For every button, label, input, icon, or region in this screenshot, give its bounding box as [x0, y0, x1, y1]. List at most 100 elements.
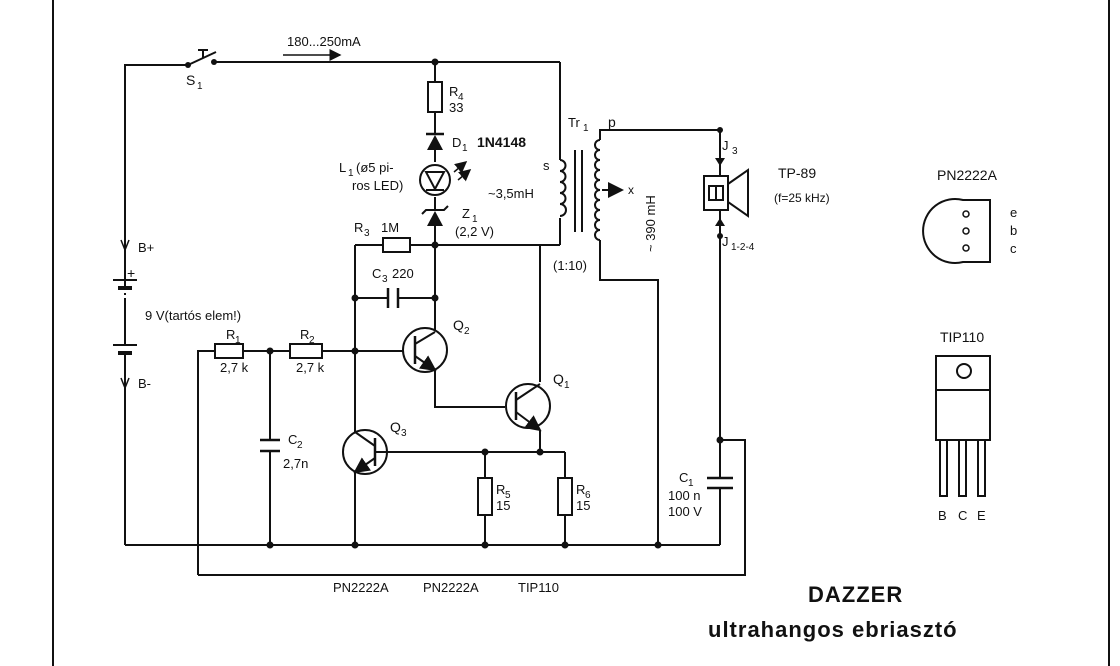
pn2222a-pin-c: c — [1010, 241, 1017, 256]
tr1-p: p — [608, 114, 616, 130]
c1-line2: 100 V — [668, 504, 702, 519]
r1-name: R — [226, 327, 235, 342]
pn2222a-pin-b: b — [1010, 223, 1017, 238]
d1-sub: 1 — [462, 143, 468, 154]
battery — [113, 239, 137, 391]
r4-value: 33 — [449, 100, 463, 115]
c1-name: C — [679, 470, 688, 485]
q2-sub: 2 — [464, 326, 470, 337]
speaker-icon — [703, 168, 749, 218]
c3-value: 220 — [392, 266, 414, 281]
r1-sub: 1 — [235, 335, 241, 346]
tr1-s: s — [543, 158, 550, 173]
q1-sub: 1 — [564, 380, 570, 391]
tip110-pin-b: B — [938, 508, 947, 523]
r5-value: 15 — [496, 498, 510, 513]
r5-name: R — [496, 482, 505, 497]
capacitor-c2 — [260, 438, 280, 453]
speaker-freq: (f=25 kHz) — [774, 191, 830, 205]
r6-name: R — [576, 482, 585, 497]
resistor-r3 — [382, 237, 411, 253]
diode-d1 — [426, 132, 444, 150]
r3-value: 1M — [381, 220, 399, 235]
r2-name: R — [300, 327, 309, 342]
l1-line1: (ø5 pi- — [356, 160, 394, 175]
pn2222a-title: PN2222A — [937, 167, 998, 183]
r6-value: 15 — [576, 498, 590, 513]
bottom-label-q3: PN2222A — [333, 580, 389, 595]
c1-line1: 100 n — [668, 488, 701, 503]
switch-sub: 1 — [197, 81, 203, 92]
c3-sub: 3 — [382, 274, 388, 285]
j124-name: J — [722, 234, 729, 249]
c2-sub: 2 — [297, 440, 303, 451]
r2-sub: 2 — [309, 335, 315, 346]
tr1-sub: 1 — [583, 123, 589, 134]
jack-j124 — [715, 218, 725, 226]
r2-value: 2,7 k — [296, 360, 325, 375]
bottom-label-q2: PN2222A — [423, 580, 479, 595]
tr1-p-value: ~ 390 mH — [643, 195, 658, 252]
l1-line2: ros LED) — [352, 178, 403, 193]
battery-voltage: 9 V(tartós elem!) — [145, 308, 241, 323]
r1-value: 2,7 k — [220, 360, 249, 375]
d1-name: D — [452, 135, 461, 150]
battery-plus: + — [127, 265, 135, 281]
z1-name: Z — [462, 206, 470, 221]
q3-sub: 3 — [401, 428, 407, 439]
j3-sub: 3 — [732, 146, 738, 157]
transistor-q1 — [505, 383, 551, 432]
c2-value: 2,7n — [283, 456, 308, 471]
jack-j3 — [715, 150, 725, 176]
z1-value: (2,2 V) — [455, 224, 494, 239]
title-line1: DAZZER — [808, 582, 904, 607]
c3-name: C — [372, 266, 381, 281]
resistor-r2 — [289, 343, 323, 359]
d1-part: 1N4148 — [477, 134, 526, 150]
r3-sub: 3 — [364, 228, 370, 239]
tr1-s-value: ~3,5mH — [488, 186, 534, 201]
battery-neg-label: B- — [138, 376, 151, 391]
c1-sub: 1 — [688, 478, 694, 489]
j3-name: J — [722, 138, 729, 153]
tr1-tap: x — [628, 183, 634, 197]
q2-name: Q — [453, 317, 464, 333]
r4-name: R — [449, 84, 458, 99]
transistor-q2 — [402, 327, 448, 373]
capacitor-c1 — [707, 476, 733, 490]
junctions — [266, 58, 724, 549]
switch-s1: S 1 — [185, 49, 217, 92]
pn2222a-package — [922, 198, 991, 264]
tip110-pin-e: E — [977, 508, 986, 523]
r6-sub: 6 — [585, 490, 591, 501]
r3-name: R — [354, 220, 363, 235]
transformer-tr1 — [559, 139, 624, 241]
battery-pos-label: B+ — [138, 240, 154, 255]
l1-name: L — [339, 160, 346, 175]
pn2222a-pin-e: e — [1010, 205, 1017, 220]
current-label: 180...250mA — [287, 34, 361, 49]
tr1-name: Tr — [568, 115, 580, 130]
c2-name: C — [288, 432, 297, 447]
r4-sub: 4 — [458, 92, 464, 103]
l1-sub: 1 — [348, 168, 354, 179]
tip110-title: TIP110 — [940, 329, 984, 345]
tip110-package — [935, 355, 991, 497]
z1-sub: 1 — [472, 214, 478, 225]
transistor-q3 — [342, 429, 388, 475]
bottom-label-q1: TIP110 — [518, 580, 559, 595]
tr1-ratio: (1:10) — [553, 258, 587, 273]
frame — [52, 0, 1110, 666]
r5-sub: 5 — [505, 490, 511, 501]
q1-name: Q — [553, 371, 564, 387]
resistor-r6 — [557, 477, 573, 516]
led-l1 — [419, 161, 472, 196]
title-line2: ultrahangos ebriasztó — [708, 617, 958, 642]
switch-label: S — [186, 72, 195, 88]
zener-z1 — [421, 205, 449, 226]
speaker-part: TP-89 — [778, 165, 816, 181]
q3-name: Q — [390, 419, 401, 435]
tip110-pin-c: C — [958, 508, 967, 523]
resistor-r1 — [214, 343, 244, 359]
